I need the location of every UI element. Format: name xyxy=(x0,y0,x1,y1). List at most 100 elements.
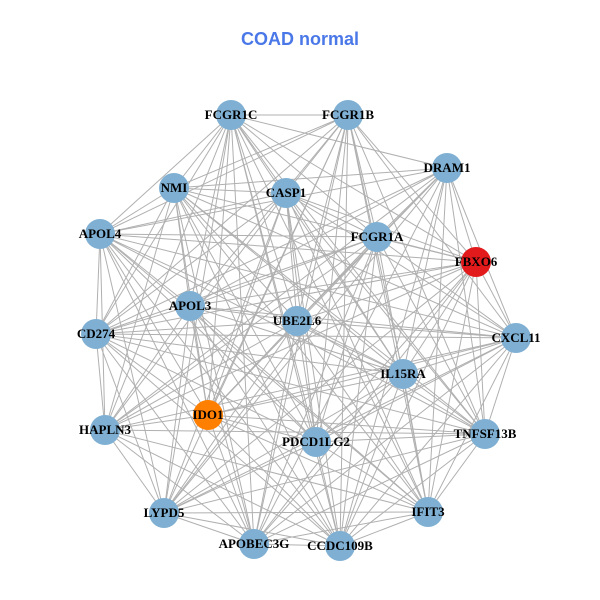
edge-casp1-ube2l6 xyxy=(285,192,298,322)
node-fbxo6[interactable]: FBXO6 xyxy=(455,247,498,277)
edge-dram1-tnfsf13b xyxy=(446,167,486,435)
edge-fcgr1a-pdcd1lg2 xyxy=(315,236,378,443)
node-label: FCGR1C xyxy=(205,107,258,122)
node-circle[interactable] xyxy=(388,359,418,389)
node-circle[interactable] xyxy=(333,100,363,130)
edge-fcgr1c-il15ra xyxy=(230,114,404,375)
node-hapln3[interactable]: HAPLN3 xyxy=(79,415,132,445)
node-label: NMI xyxy=(161,180,188,195)
edge-hapln3-tnfsf13b xyxy=(104,429,486,435)
edge-dram1-ifit3 xyxy=(427,167,448,513)
edge-cxcl11-apobec3g xyxy=(253,337,517,545)
edge-apol3-ccdc109b xyxy=(189,305,341,547)
node-fcgr1a[interactable]: FCGR1A xyxy=(351,222,404,252)
edge-pdcd1lg2-tnfsf13b xyxy=(315,433,486,443)
node-label: TNFSF13B xyxy=(454,426,517,441)
node-label: IDO1 xyxy=(192,407,223,422)
node-apobec3g[interactable]: APOBEC3G xyxy=(219,529,290,559)
node-ccdc109b[interactable]: CCDC109B xyxy=(307,531,373,561)
chart-title: COAD normal xyxy=(240,29,359,49)
node-circle[interactable] xyxy=(282,306,312,336)
node-apol4[interactable]: APOL4 xyxy=(79,219,122,249)
node-label: HAPLN3 xyxy=(79,422,132,437)
edge-apol4-cd274 xyxy=(95,233,101,335)
edge-casp1-tnfsf13b xyxy=(285,192,486,435)
node-casp1[interactable]: CASP1 xyxy=(266,178,306,208)
node-pdcd1lg2[interactable]: PDCD1LG2 xyxy=(282,427,350,457)
node-nmi[interactable]: NMI xyxy=(159,173,189,203)
edge-layer xyxy=(95,114,517,547)
edge-fcgr1b-fbxo6 xyxy=(347,114,477,263)
node-circle[interactable] xyxy=(325,531,355,561)
node-circle[interactable] xyxy=(149,498,179,528)
node-circle[interactable] xyxy=(271,178,301,208)
node-circle[interactable] xyxy=(193,400,223,430)
node-ube2l6[interactable]: UBE2L6 xyxy=(273,306,322,336)
edge-fbxo6-apol3 xyxy=(189,261,477,307)
edge-tnfsf13b-ccdc109b xyxy=(339,433,486,547)
edge-casp1-fcgr1a xyxy=(285,192,378,238)
edge-hapln3-lypd5 xyxy=(104,429,165,514)
edge-nmi-apobec3g xyxy=(173,187,255,545)
edge-fbxo6-cd274 xyxy=(95,261,477,335)
node-label: FBXO6 xyxy=(455,254,498,269)
edge-apol3-ube2l6 xyxy=(189,305,298,322)
edge-fcgr1b-fcgr1a xyxy=(347,114,378,238)
node-circle[interactable] xyxy=(301,427,331,457)
edge-ido1-pdcd1lg2 xyxy=(207,414,317,443)
node-il15ra[interactable]: IL15RA xyxy=(380,359,426,389)
edge-fbxo6-ifit3 xyxy=(427,261,477,513)
edge-apol3-cxcl11 xyxy=(189,305,517,339)
node-circle[interactable] xyxy=(362,222,392,252)
edge-casp1-il15ra xyxy=(285,192,404,375)
node-cxcl11[interactable]: CXCL11 xyxy=(491,323,541,353)
node-circle[interactable] xyxy=(413,497,443,527)
edge-cxcl11-hapln3 xyxy=(104,337,517,431)
node-cd274[interactable]: CD274 xyxy=(77,319,116,349)
edge-dram1-il15ra xyxy=(402,167,448,375)
node-ifit3[interactable]: IFIT3 xyxy=(411,497,445,527)
edge-fcgr1b-nmi xyxy=(173,114,349,189)
edge-hapln3-ifit3 xyxy=(104,429,429,513)
edge-apol3-hapln3 xyxy=(104,305,191,431)
edge-hapln3-apobec3g xyxy=(104,429,255,545)
edge-cd274-apobec3g xyxy=(95,333,255,545)
edge-ifit3-apobec3g xyxy=(253,511,429,545)
node-circle[interactable] xyxy=(470,419,500,449)
node-circle[interactable] xyxy=(175,291,205,321)
edge-nmi-hapln3 xyxy=(104,187,175,431)
edge-dram1-ido1 xyxy=(207,167,448,416)
node-apol3[interactable]: APOL3 xyxy=(169,291,212,321)
node-label: CASP1 xyxy=(266,185,306,200)
node-circle[interactable] xyxy=(432,153,462,183)
node-circle[interactable] xyxy=(216,100,246,130)
node-circle[interactable] xyxy=(159,173,189,203)
edge-fcgr1c-nmi xyxy=(173,114,232,189)
node-label: APOBEC3G xyxy=(219,536,290,551)
node-tnfsf13b[interactable]: TNFSF13B xyxy=(454,419,517,449)
edge-cd274-ube2l6 xyxy=(95,320,298,335)
node-fcgr1c[interactable]: FCGR1C xyxy=(205,100,258,130)
edge-fcgr1a-fbxo6 xyxy=(376,236,477,263)
node-label: UBE2L6 xyxy=(273,313,322,328)
node-circle[interactable] xyxy=(85,219,115,249)
edge-apol4-ifit3 xyxy=(99,233,429,513)
node-ido1[interactable]: IDO1 xyxy=(192,400,224,430)
node-circle[interactable] xyxy=(461,247,491,277)
node-label: LYPD5 xyxy=(144,505,185,520)
node-circle[interactable] xyxy=(239,529,269,559)
edge-cd274-cxcl11 xyxy=(95,333,517,339)
edge-apol4-ido1 xyxy=(99,233,209,416)
edge-dram1-nmi xyxy=(173,167,448,189)
edge-fcgr1b-apol3 xyxy=(189,114,349,307)
node-dram1[interactable]: DRAM1 xyxy=(424,153,471,183)
edge-ido1-tnfsf13b xyxy=(207,414,486,435)
node-circle[interactable] xyxy=(501,323,531,353)
node-circle[interactable] xyxy=(81,319,111,349)
edge-lypd5-ifit3 xyxy=(163,511,429,514)
node-fcgr1b[interactable]: FCGR1B xyxy=(322,100,374,130)
edge-fcgr1c-ido1 xyxy=(207,114,232,416)
node-label: FCGR1A xyxy=(351,229,404,244)
node-lypd5[interactable]: LYPD5 xyxy=(144,498,185,528)
node-circle[interactable] xyxy=(90,415,120,445)
